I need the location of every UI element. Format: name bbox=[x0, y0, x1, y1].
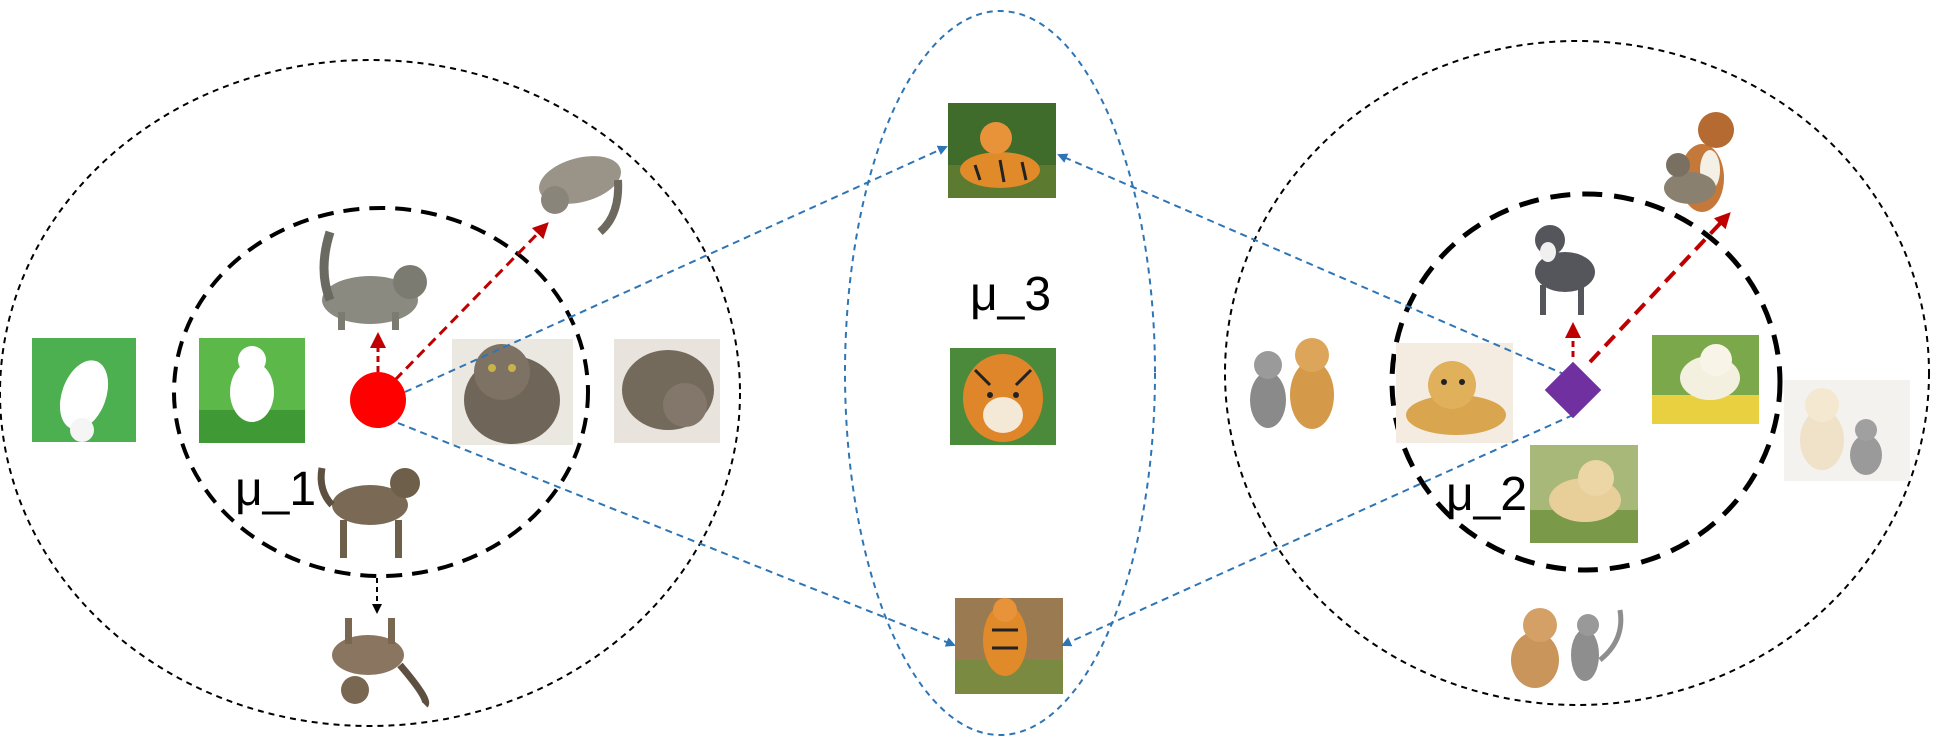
golden-puppy-flowers-image bbox=[1652, 335, 1759, 424]
tiger-lying-image bbox=[948, 103, 1056, 198]
cat-centroid-marker bbox=[350, 372, 406, 428]
mu2-label: μ_2 bbox=[1446, 468, 1527, 521]
dog-to-tiger-top-arrow bbox=[1057, 153, 1567, 376]
pitbull-dog-image bbox=[1535, 225, 1595, 315]
tabby-cat-flipped-image bbox=[332, 618, 430, 708]
dog-to-tiger-bottom-arrow bbox=[1061, 414, 1574, 647]
bulldog-and-cat-image bbox=[1511, 608, 1624, 688]
cat-augment-diagonal-arrow bbox=[393, 222, 549, 382]
mu1-label: μ_1 bbox=[235, 463, 316, 516]
white-cat-image bbox=[199, 338, 305, 443]
maine-coon-cat-rotated-image bbox=[614, 339, 720, 443]
dog-inner-ring bbox=[1389, 191, 1783, 573]
dog-augment-diagonal-arrow bbox=[1588, 212, 1731, 364]
tiger-ring bbox=[844, 10, 1156, 736]
kitten-and-puppy-image bbox=[1250, 338, 1334, 429]
tiger-face-image bbox=[950, 348, 1056, 445]
mu3-label: μ_3 bbox=[970, 268, 1051, 321]
white-cat-flipped-image bbox=[32, 338, 136, 442]
dog-outer-ring bbox=[1224, 40, 1930, 706]
golden-puppy-grass-image bbox=[1530, 445, 1638, 543]
collie-and-cat-image bbox=[1664, 112, 1734, 212]
dog-centroid-marker bbox=[1544, 361, 1602, 419]
cat-inner-ring bbox=[172, 206, 590, 578]
gray-tabby-cat-image bbox=[319, 230, 427, 330]
puppy-and-kitten-image bbox=[1784, 380, 1910, 481]
cat-to-tiger-top-arrow bbox=[404, 145, 948, 393]
tiger-standing-image bbox=[955, 598, 1063, 694]
maine-coon-cat-image bbox=[452, 339, 573, 445]
walking-tabby-cat-image bbox=[317, 467, 420, 558]
cat-outer-ring bbox=[0, 59, 741, 727]
lab-puppy-lying-image bbox=[1396, 343, 1513, 443]
gray-tabby-cat-flipped-image bbox=[539, 156, 623, 236]
cat-to-tiger-bottom-arrow bbox=[397, 422, 956, 647]
